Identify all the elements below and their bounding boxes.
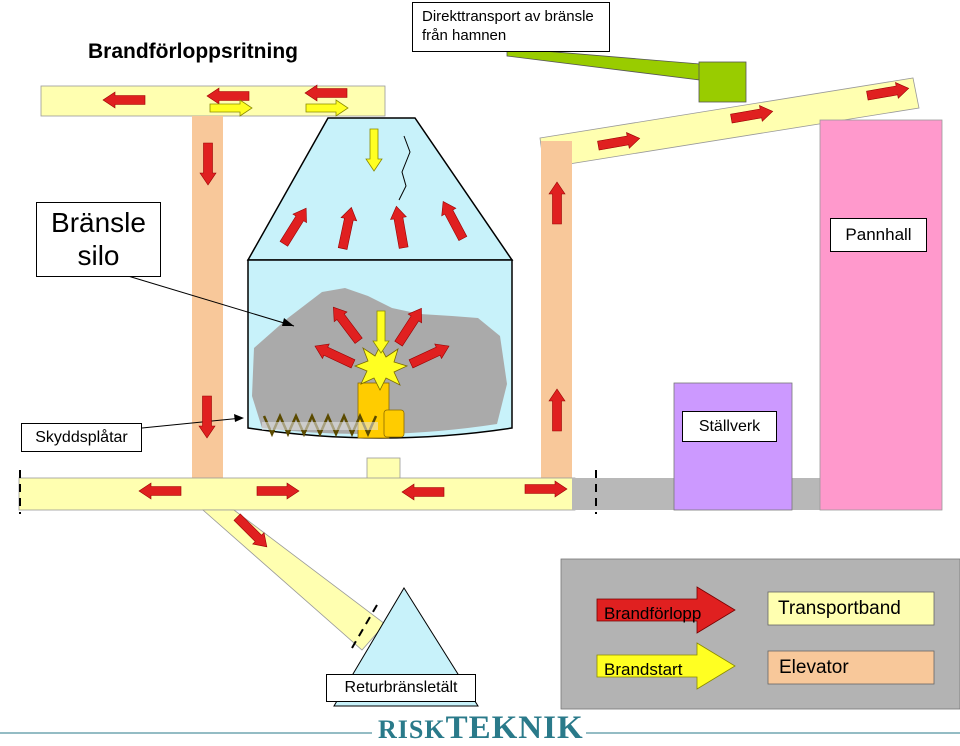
direct-transport-label: Direkttransport av bränsle från hamnen xyxy=(412,2,610,52)
grey-conveyor-section-2 xyxy=(792,478,820,510)
silo-outlet xyxy=(366,457,401,481)
boiler-hall-label: Pannhall xyxy=(830,218,927,252)
legend-elevator-label: Elevator xyxy=(779,657,849,678)
grey-conveyor-section xyxy=(572,478,676,510)
logo-part-teknik: TEKNIK xyxy=(445,710,584,746)
bottom-conveyor xyxy=(18,477,576,511)
legend-conveyor-swatch xyxy=(767,591,935,626)
protective-plates-label: Skyddsplåtar xyxy=(21,423,142,452)
plates-callout-head xyxy=(234,414,244,422)
fire-start-burst xyxy=(353,345,409,391)
legend-elevator-swatch xyxy=(767,650,935,685)
legend-panel xyxy=(560,558,960,710)
return-conveyor xyxy=(201,509,386,651)
logo-part-risk: RISK xyxy=(378,715,446,744)
crusher-cylinder xyxy=(383,409,405,438)
silo-callout-head xyxy=(282,318,294,326)
silo-callout xyxy=(127,275,295,327)
harbour-feed-chute xyxy=(506,47,701,81)
silo-crack xyxy=(398,135,411,201)
harbour-feed-hopper xyxy=(698,61,747,103)
legend-fire-spread-label: Brandförlopp xyxy=(604,604,702,623)
risk-teknik-logo: RISKTEKNIK xyxy=(378,712,584,745)
legend-start-arrow xyxy=(596,642,736,690)
fuel-silo-label: Bränsle silo xyxy=(36,202,161,277)
switchgear-label: Ställverk xyxy=(682,411,777,442)
boiler-hall xyxy=(819,119,943,511)
screw-conveyors xyxy=(262,412,378,438)
plates-callout xyxy=(141,417,243,429)
legend-fire-arrow xyxy=(596,586,736,634)
legend-conveyor-label: Transportband xyxy=(778,598,901,619)
return-fuel-tent-label: Returbränsletält xyxy=(326,674,476,702)
switchgear xyxy=(673,382,793,511)
diagram-title: Brandförloppsritning xyxy=(88,40,298,63)
legend-fire-start-label: Brandstart xyxy=(604,660,683,679)
